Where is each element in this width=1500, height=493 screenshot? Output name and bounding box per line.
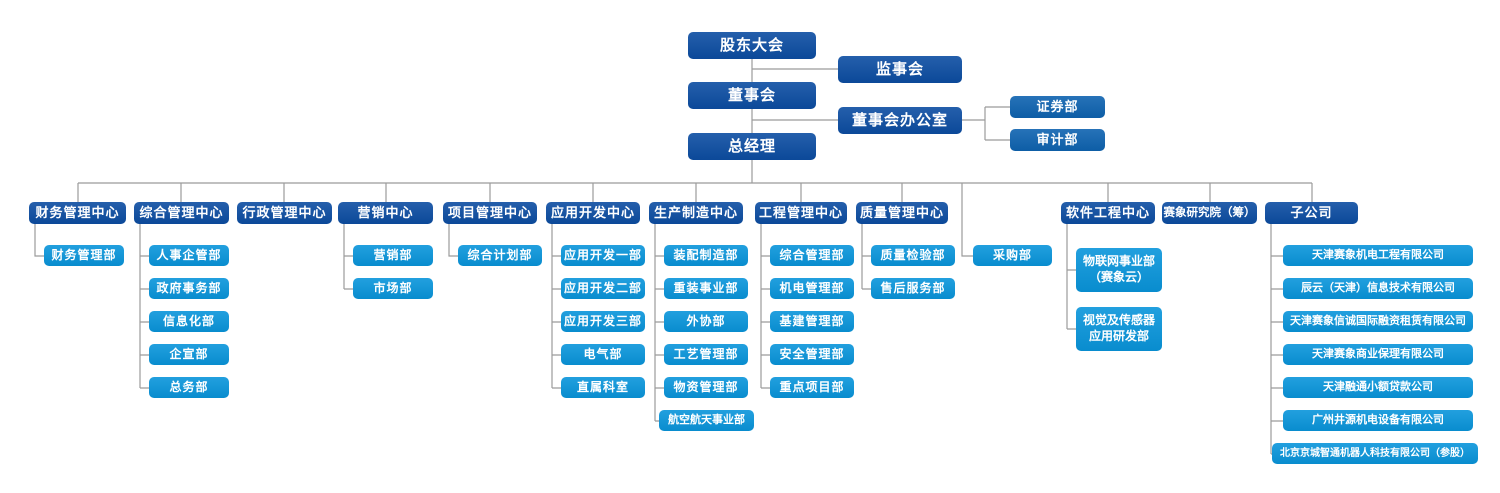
- dept-node: 物资管理部: [664, 377, 748, 398]
- dept-node: 质量检验部: [871, 245, 955, 266]
- node-engineering-management-center: 工程管理中心: [755, 202, 847, 224]
- node-general-management-center: 综合管理中心: [134, 202, 229, 224]
- node-supervisory-board: 监事会: [838, 56, 962, 83]
- node-project-management-center: 项目管理中心: [443, 202, 537, 224]
- subsidiary-node: 天津赛象商业保理有限公司: [1283, 344, 1473, 365]
- dept-node: 应用开发一部: [561, 245, 645, 266]
- dept-node: 工艺管理部: [664, 344, 748, 365]
- node-manufacturing-center: 生产制造中心: [649, 202, 743, 224]
- dept-node: 政府事务部: [149, 278, 229, 299]
- subsidiary-node: 广州井源机电设备有限公司: [1283, 410, 1473, 431]
- node-shareholders-meeting: 股东大会: [688, 32, 816, 59]
- dept-node: 机电管理部: [770, 278, 854, 299]
- node-research-institute: 赛象研究院（筹）: [1162, 202, 1257, 224]
- dept-node: 售后服务部: [871, 278, 955, 299]
- subsidiary-node: 天津赛象机电工程有限公司: [1283, 245, 1473, 266]
- dept-node: 综合管理部: [770, 245, 854, 266]
- node-software-engineering-center: 软件工程中心: [1061, 202, 1155, 224]
- subsidiary-node: 辰云（天津）信息技术有限公司: [1283, 278, 1473, 299]
- dept-node: 总务部: [149, 377, 229, 398]
- dept-node: 视觉及传感器 应用研发部: [1076, 307, 1162, 351]
- dept-node-line: 视觉及传感器: [1082, 313, 1155, 328]
- dept-node: 市场部: [353, 278, 433, 299]
- dept-node: 应用开发二部: [561, 278, 645, 299]
- node-audit-dept: 审计部: [1010, 129, 1105, 151]
- dept-node: 信息化部: [149, 311, 229, 332]
- node-administration-center: 行政管理中心: [237, 202, 332, 224]
- subsidiary-node: 天津赛象信诚国际融资租赁有限公司: [1283, 311, 1473, 332]
- dept-node: 外协部: [664, 311, 748, 332]
- dept-node-line: （赛象云）: [1088, 270, 1149, 284]
- node-marketing-center: 营销中心: [338, 202, 433, 224]
- dept-node: 物联网事业部 （赛象云）: [1076, 248, 1162, 292]
- dept-node: 企宣部: [149, 344, 229, 365]
- dept-node: 基建管理部: [770, 311, 854, 332]
- dept-node: 人事企管部: [149, 245, 229, 266]
- dept-node-line: 物联网事业部: [1082, 254, 1155, 269]
- node-securities-dept: 证券部: [1010, 96, 1105, 118]
- dept-node: 电气部: [561, 344, 645, 365]
- node-finance-center: 财务管理中心: [29, 202, 126, 224]
- dept-node: 财务管理部: [44, 245, 124, 266]
- dept-node: 装配制造部: [664, 245, 748, 266]
- node-board-office: 董事会办公室: [838, 107, 962, 134]
- dept-node-line: 应用研发部: [1088, 329, 1149, 343]
- subsidiary-node: 北京京城智通机器人科技有限公司（参股）: [1272, 443, 1478, 464]
- dept-node: 安全管理部: [770, 344, 854, 365]
- node-board-of-directors: 董事会: [688, 82, 816, 109]
- dept-node: 应用开发三部: [561, 311, 645, 332]
- dept-node: 航空航天事业部: [659, 410, 754, 431]
- node-general-manager: 总经理: [688, 133, 816, 160]
- subsidiary-node: 天津融通小额贷款公司: [1283, 377, 1473, 398]
- node-quality-management-center: 质量管理中心: [856, 202, 948, 224]
- node-application-development-center: 应用开发中心: [546, 202, 640, 224]
- dept-node: 综合计划部: [458, 245, 542, 266]
- node-subsidiaries: 子公司: [1265, 202, 1358, 224]
- node-procurement-dept: 采购部: [973, 245, 1052, 266]
- dept-node: 重点项目部: [770, 377, 854, 398]
- dept-node: 直属科室: [561, 377, 645, 398]
- dept-node: 重装事业部: [664, 278, 748, 299]
- dept-node: 营销部: [353, 245, 433, 266]
